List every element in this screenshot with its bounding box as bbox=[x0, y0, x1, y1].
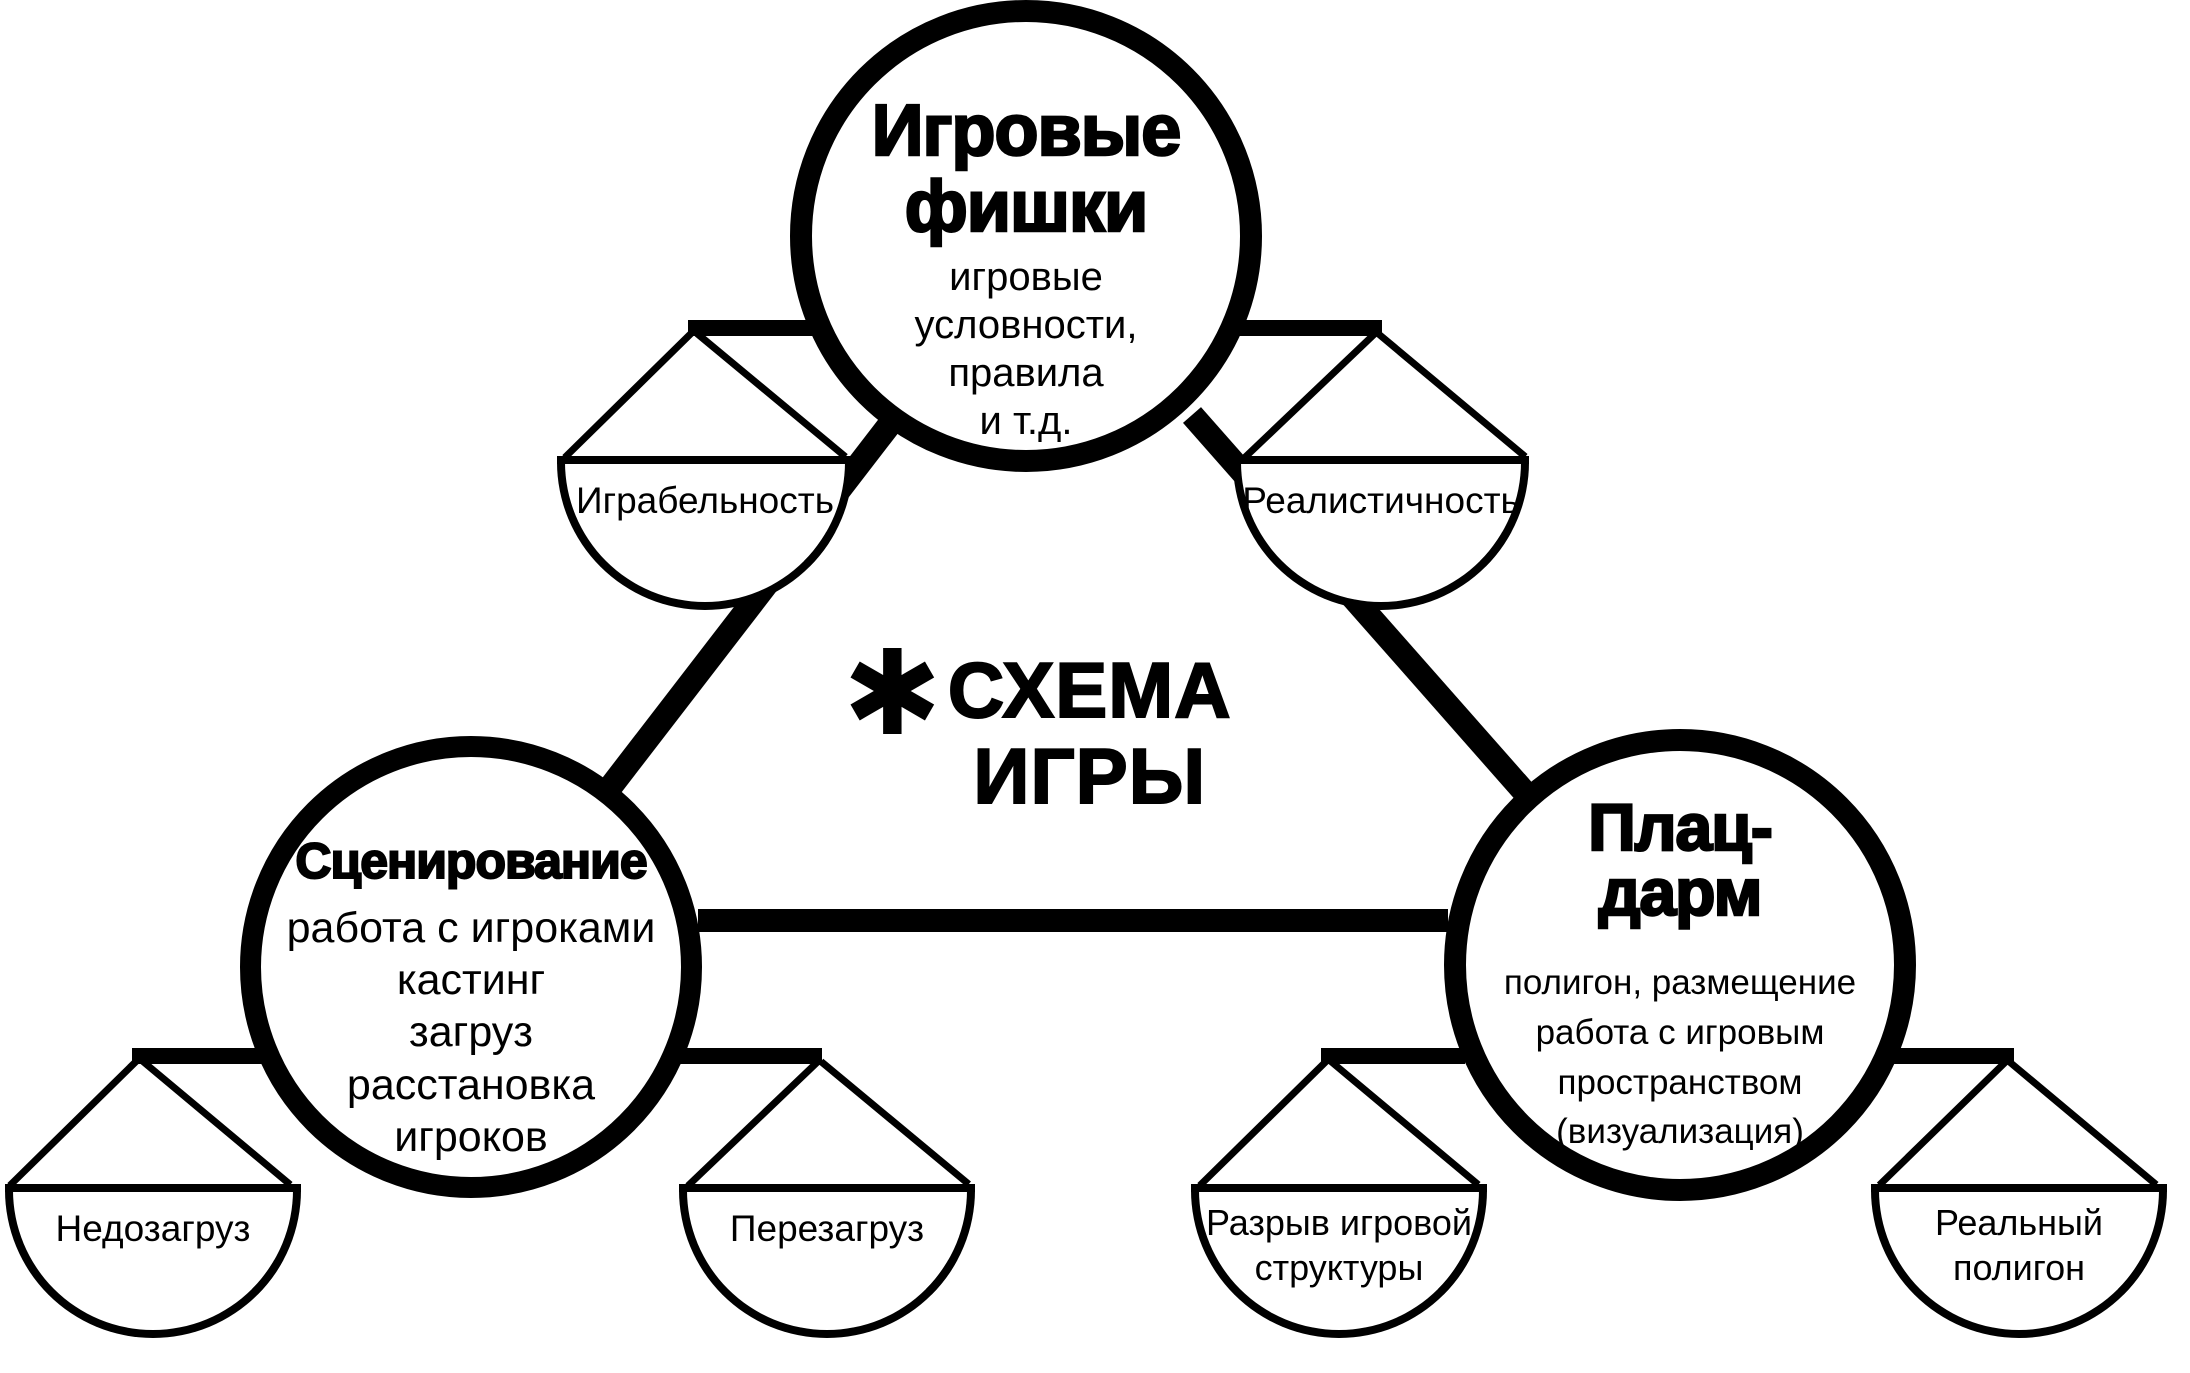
node-desc-line: пространством bbox=[1557, 1062, 1803, 1102]
node-desc-line: работа с игровым bbox=[1535, 1013, 1825, 1053]
scale-label: Играбельность bbox=[576, 480, 834, 521]
scale-pan-structure-break: Разрыв игровой структуры bbox=[1191, 1184, 1487, 1338]
scheme-title: ✱ СХЕМА ИГРЫ bbox=[843, 628, 1232, 820]
node-desc-line: игровые bbox=[949, 255, 1103, 300]
node-staging-area: Плац- дарм полигон, размещение работа с … bbox=[1444, 729, 1916, 1201]
scale-cord-left bbox=[562, 331, 694, 461]
scale-cord-left bbox=[685, 1058, 821, 1189]
triangle-edge-bottom bbox=[698, 909, 1448, 932]
node-description: полигон, размещение работа с игровым про… bbox=[1504, 958, 1856, 1157]
node-title-line: фишки bbox=[903, 166, 1149, 247]
node-title-line: дарм bbox=[1597, 854, 1763, 929]
scale-arm bbox=[1877, 1048, 2014, 1064]
node-title-line: Сценирование bbox=[294, 833, 648, 889]
node-desc-line: работа с игроками bbox=[286, 903, 656, 952]
node-desc-line: кастинг bbox=[396, 955, 546, 1004]
node-desc-line: полигон, размещение bbox=[1503, 963, 1857, 1003]
scale-cord-right bbox=[818, 1058, 971, 1187]
scale-arm bbox=[1238, 320, 1382, 336]
asterisk-icon: ✱ bbox=[843, 628, 942, 760]
scale-pan-underload: Недозагруз bbox=[5, 1184, 301, 1338]
scale-label: Перезагруз bbox=[729, 1208, 925, 1249]
scale-pan-playability: Играбельность bbox=[557, 456, 853, 610]
scale-label-line: Реальный bbox=[1934, 1202, 2104, 1243]
scale-label-line: полигон bbox=[1952, 1247, 2086, 1288]
scheme-title-line2: ИГРЫ bbox=[972, 731, 1207, 820]
node-title: Сценирование bbox=[294, 833, 648, 889]
scale-cord-right bbox=[1375, 330, 1528, 460]
node-desc-line: игроков bbox=[394, 1113, 548, 1162]
scale-label: Недозагруз bbox=[55, 1208, 251, 1249]
node-title-line: Игровые bbox=[871, 91, 1183, 171]
scale-pan-real-site: Реальный полигон bbox=[1871, 1184, 2167, 1338]
node-scripting: Сценирование работа с игроками кастинг з… bbox=[240, 736, 702, 1198]
node-desc-line: расстановка bbox=[346, 1060, 596, 1109]
node-title-line: Плац- bbox=[1587, 790, 1774, 864]
scale-cord-right bbox=[1328, 1058, 1481, 1188]
node-desc-line: правила bbox=[948, 351, 1104, 396]
scale-arm bbox=[132, 1048, 274, 1064]
node-game-features: Игровые фишки игровые условности, правил… bbox=[790, 0, 1262, 472]
node-description: работа с игроками кастинг загруз расстан… bbox=[287, 902, 656, 1164]
scale-arm bbox=[688, 320, 832, 336]
scale-arm bbox=[676, 1048, 822, 1064]
scale-label-line: Разрыв игровой bbox=[1205, 1202, 1473, 1243]
node-description: игровые условности, правила и т.д. bbox=[915, 253, 1138, 445]
node-title: Плац- дарм bbox=[1587, 790, 1774, 929]
scale-cord-left bbox=[1242, 330, 1378, 461]
scale-cord-left bbox=[7, 1059, 139, 1189]
node-desc-line: (визуализация) bbox=[1556, 1112, 1804, 1152]
scale-cord-left bbox=[1876, 1058, 2009, 1188]
scheme-title-line1: СХЕМА bbox=[947, 646, 1232, 734]
scale-cord-left bbox=[1197, 1059, 1329, 1189]
node-desc-line: условности, bbox=[914, 303, 1138, 348]
node-desc-line: загруз bbox=[409, 1008, 533, 1057]
scale-pan-overload: Перезагруз bbox=[679, 1184, 975, 1338]
scheme-title-text: СХЕМА ИГРЫ bbox=[947, 646, 1232, 820]
scale-arm bbox=[1321, 1048, 1465, 1064]
scale-pan-realism: Реалистичность bbox=[1233, 456, 1529, 610]
scale-label: Реалистичность bbox=[1242, 480, 1520, 521]
node-desc-line: и т.д. bbox=[979, 399, 1073, 444]
node-title: Игровые фишки bbox=[871, 91, 1183, 247]
scale-label-line: структуры bbox=[1254, 1247, 1424, 1288]
scale-cord-right bbox=[2006, 1058, 2159, 1188]
